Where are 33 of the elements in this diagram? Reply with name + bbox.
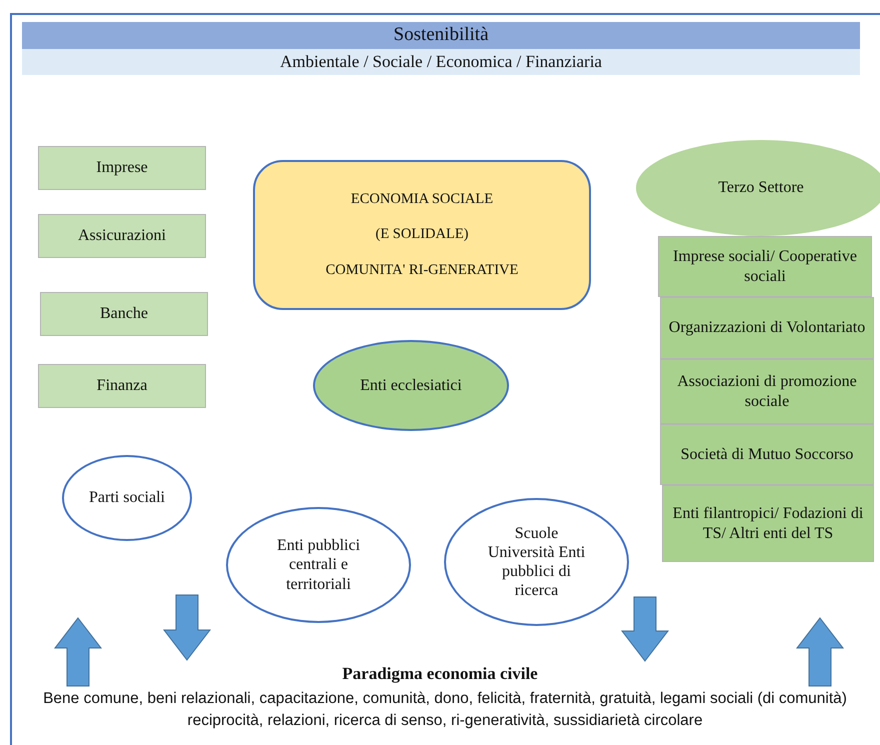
node-label: Organizzazioni di Volontariato bbox=[668, 318, 866, 338]
node-label: Scuole Università Enti pubblici di ricerca bbox=[486, 524, 586, 600]
node-label: Assicurazioni bbox=[78, 226, 166, 246]
category-box bbox=[38, 214, 206, 258]
node-label: Enti ecclesiatici bbox=[360, 376, 462, 396]
section-heading: Paradigma economia civile bbox=[341, 664, 539, 684]
node-label: Parti sociali bbox=[89, 488, 165, 508]
subtitle-band bbox=[22, 49, 860, 75]
rounded-box bbox=[253, 160, 591, 310]
title-text: Sostenibilità bbox=[394, 24, 488, 47]
node-label: Banche bbox=[100, 304, 148, 324]
category-box bbox=[660, 297, 874, 359]
node-label: ECONOMIA SOCIALE bbox=[350, 190, 494, 208]
category-box bbox=[38, 146, 206, 190]
node-label: COMUNITA' RI-GENERATIVE bbox=[326, 262, 518, 280]
keyword-list: Bene comune, beni relazionali, capacitazione, comunità, dono, felicità, fraternità, gratuità, legami sociali (di comunità) reciprocità, relazioni, ricerca di senso, ri-generatività, sussidiarietà circolare bbox=[20, 688, 870, 733]
category-box bbox=[660, 424, 874, 485]
category-box bbox=[662, 485, 874, 562]
node-label: Enti filantropici/ Fodazioni di TS/ Altri enti del TS bbox=[672, 504, 864, 543]
node-label: Imprese sociali/ Cooperative sociali bbox=[672, 247, 858, 286]
node-label: Società di Mutuo Soccorso bbox=[680, 444, 854, 464]
node-label: Finanza bbox=[96, 376, 148, 396]
category-box bbox=[40, 292, 208, 336]
category-box bbox=[660, 359, 874, 424]
node-label: (E SOLIDALE) bbox=[375, 226, 469, 244]
title-band bbox=[22, 22, 860, 49]
node-label: Associazioni di promozione sociale bbox=[676, 372, 858, 411]
category-box bbox=[38, 364, 206, 408]
category-box bbox=[658, 236, 872, 297]
subtitle-text: Ambientale / Sociale / Economica / Finanziaria bbox=[280, 52, 602, 72]
node-label: Enti pubblici centrali e territoriali bbox=[276, 536, 362, 594]
node-label: Imprese bbox=[96, 158, 148, 178]
node-label: Terzo Settore bbox=[718, 178, 804, 198]
